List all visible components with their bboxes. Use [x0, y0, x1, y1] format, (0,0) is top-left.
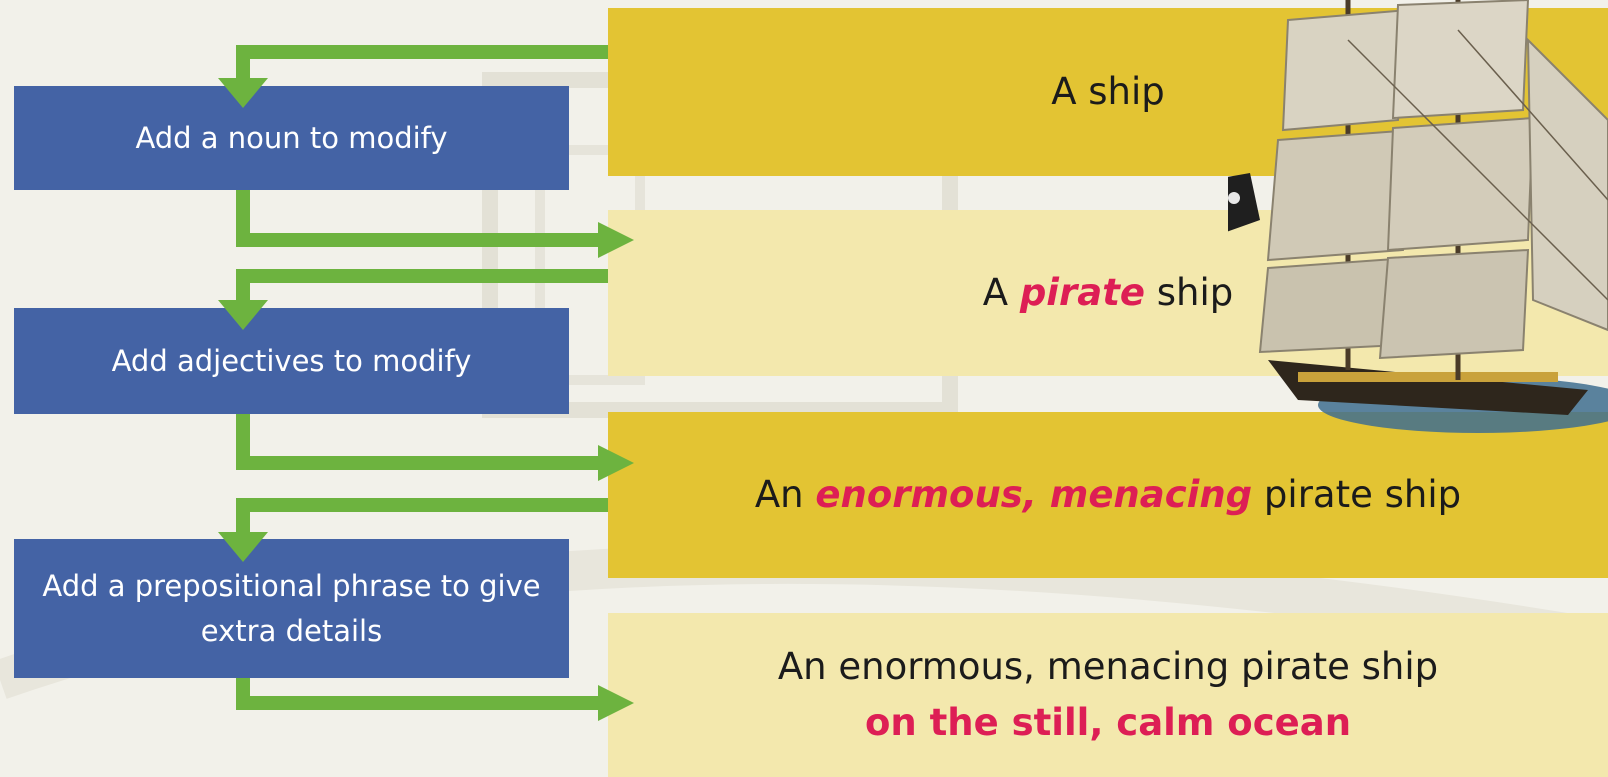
phrase-text: A pirate ship: [983, 265, 1234, 321]
arrowhead: [598, 222, 634, 258]
phrase-band-4: An enormous, menacing pirate ship on the…: [608, 613, 1608, 777]
step-box-adjectives: Add adjectives to modify: [14, 308, 569, 414]
arrowhead: [218, 532, 268, 562]
arrow-step3-to-band4: [236, 678, 600, 710]
phrase-plain: An enormous, menacing pirate ship: [777, 645, 1439, 688]
arrow-step2-to-band3: [236, 414, 600, 470]
arrow-step1-to-band2: [236, 190, 600, 247]
step-box-prepositional-phrase: Add a prepositional phrase to give extra…: [14, 539, 569, 678]
phrase-text: A ship: [1051, 64, 1165, 120]
phrase-band-3: An enormous, menacing pirate ship: [608, 412, 1608, 578]
step-label: Add adjectives to modify: [111, 343, 472, 378]
phrase-highlight: pirate: [1019, 271, 1145, 314]
arrowhead: [598, 685, 634, 721]
arrow-band3-to-step3: [236, 498, 608, 539]
phrase-plain: An: [754, 473, 816, 516]
arrowhead: [218, 300, 268, 330]
step-label: Add a noun to modify: [135, 120, 448, 155]
phrase-plain: A ship: [1051, 70, 1165, 113]
phrase-plain: pirate ship: [1252, 473, 1462, 516]
pirate-ship-icon: [1228, 0, 1608, 433]
phrase-text: An enormous, menacing pirate ship: [755, 467, 1461, 523]
phrase-highlight: enormous, menacing: [815, 473, 1253, 516]
step-label: Add a prepositional phrase to give extra…: [42, 568, 541, 648]
arrow-band2-to-step2: [236, 269, 608, 308]
phrase-plain: A: [982, 271, 1020, 314]
step-box-noun: Add a noun to modify: [14, 86, 569, 190]
phrase-highlight: on the still, calm ocean: [864, 701, 1352, 744]
arrowhead: [218, 78, 268, 108]
arrowhead: [598, 445, 634, 481]
phrase-plain: ship: [1144, 271, 1234, 314]
arrow-band1-to-step1: [236, 45, 608, 86]
